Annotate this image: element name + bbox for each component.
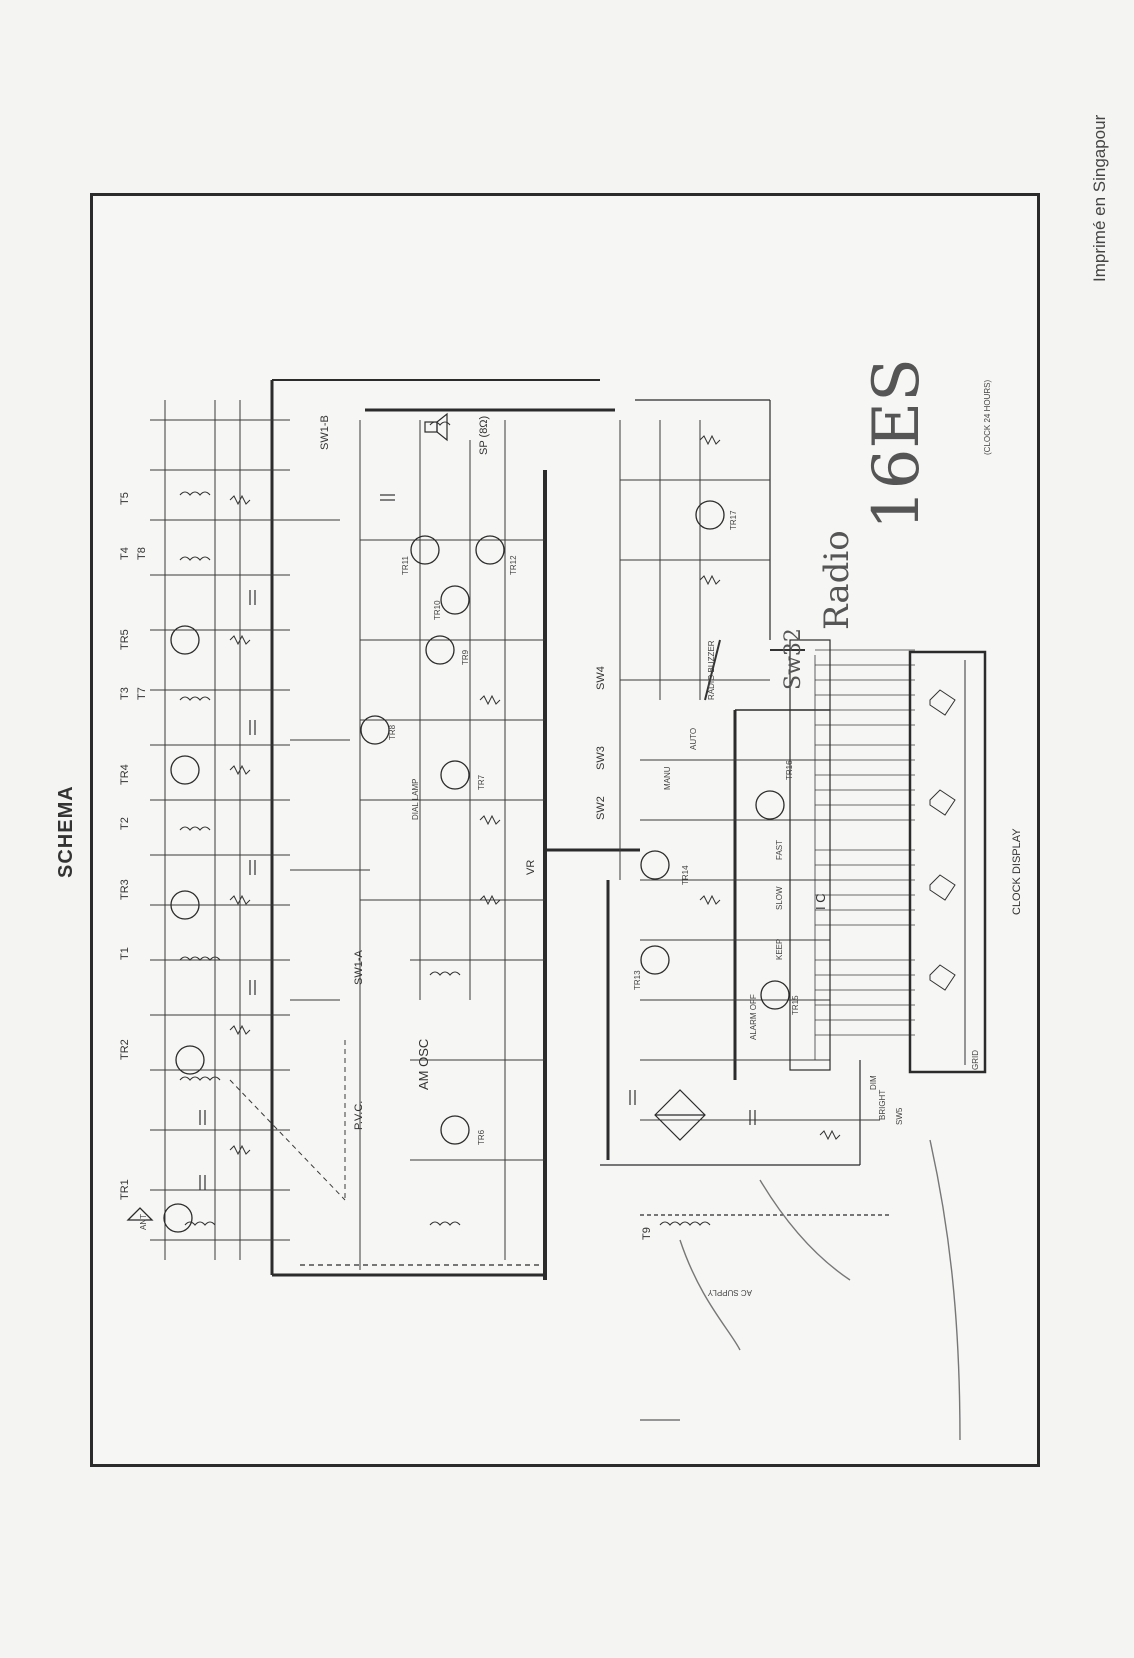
speaker-symbol	[424, 412, 448, 442]
label-t2: T2	[119, 817, 131, 830]
label-tr3: TR3	[119, 879, 131, 900]
transformer-labels: TR1 TR2 T1 TR3 T2 TR4 T3 T7 TR5 T4 T8 T5	[119, 492, 148, 1200]
t9-label: T9	[641, 1227, 653, 1240]
clock-24-label: (CLOCK 24 HOURS)	[983, 380, 992, 455]
label-tr11: TR11	[401, 555, 410, 575]
label-tr9: TR9	[461, 649, 470, 665]
sw1a-label: SW1-A	[353, 950, 365, 986]
pvc-label: P.V.C.	[353, 1101, 365, 1130]
auto-label: AUTO	[689, 728, 698, 750]
label-tr2: TR2	[119, 1039, 131, 1060]
display-digits	[929, 660, 966, 1065]
clock-display-box	[908, 650, 987, 1074]
label-t7: T7	[136, 687, 148, 700]
supply-rails	[270, 379, 890, 1280]
handwritten-pin: Sw32	[781, 628, 806, 690]
am-osc-label: AM OSC	[416, 1039, 431, 1090]
transistor-symbols	[163, 500, 790, 1233]
antenna-icon	[126, 1207, 154, 1221]
label-tr6: TR6	[477, 1129, 486, 1145]
rf-if-wiring	[150, 400, 370, 1260]
label-tr7: TR7	[477, 774, 486, 790]
audio-clock-wiring	[359, 420, 880, 1270]
sw1b-label: SW1-B	[319, 415, 331, 450]
dial-lamp-label: DIAL LAMP	[411, 779, 420, 821]
ic-label: I C	[813, 893, 828, 910]
label-tr4: TR4	[119, 764, 131, 785]
sw4-label: SW4	[595, 666, 607, 690]
clock-display-label: CLOCK DISPLAY	[1011, 828, 1023, 915]
label-tr14: TR14	[681, 865, 690, 885]
sw5-label: SW5	[895, 1107, 904, 1125]
manu-label: MANU	[663, 766, 672, 790]
keep-label: KEEP	[775, 939, 784, 960]
label-tr8: TR8	[388, 724, 397, 740]
label-tr1: TR1	[119, 1179, 131, 1200]
ic-display-bus	[814, 649, 915, 1060]
slow-label: SLOW	[775, 886, 784, 910]
ac-supply-label: AC SUPPLY	[707, 1288, 752, 1297]
label-tr12: TR12	[509, 555, 518, 575]
vr-label: VR	[525, 860, 537, 875]
sw3-label: SW3	[595, 746, 607, 770]
component-labels: ANT P.V.C. AM OSC SW1-A SW1-B SW2 SW3 SW…	[139, 380, 1023, 1297]
label-tr10: TR10	[433, 600, 442, 620]
transistor-labels: TR6 TR7 TR8 TR9 TR10 TR11 TR12 TR13 TR14…	[388, 510, 800, 1145]
sw2-label: SW2	[595, 796, 607, 820]
dim-label: DIM	[869, 1075, 878, 1090]
speaker-label: SP (8Ω)	[478, 416, 490, 455]
label-t3: T3	[119, 687, 131, 700]
handwritten-notes: 16ES Radio Sw32	[781, 358, 934, 690]
fast-label: FAST	[775, 840, 784, 860]
label-tr16: TR16	[785, 760, 794, 780]
bright-label: BRIGHT	[878, 1090, 887, 1120]
ic-block	[789, 639, 831, 1071]
label-tr15: TR15	[791, 995, 800, 1015]
capacitor-symbols	[199, 494, 756, 1190]
coil-symbols	[179, 421, 711, 1226]
radio-buzzer-label: RADIO BUZZER	[707, 640, 716, 700]
label-tr13: TR13	[633, 970, 642, 990]
bridge-rectifier	[654, 1089, 706, 1141]
alarm-off-label: ALARM OFF	[749, 994, 758, 1040]
handwritten-radio: Radio	[817, 530, 857, 630]
antenna-label: ANT	[139, 1214, 148, 1230]
label-tr5: TR5	[119, 629, 131, 650]
resistor-symbols	[229, 434, 841, 1156]
schematic-frame	[90, 193, 1040, 1467]
label-t4: T4	[119, 547, 131, 560]
grid-label: GRID	[971, 1050, 980, 1070]
pencil-marks	[640, 639, 961, 1441]
label-t8: T8	[136, 547, 148, 560]
label-tr17: TR17	[729, 510, 738, 530]
handwritten-model: 16ES	[860, 358, 934, 530]
label-t5: T5	[119, 492, 131, 505]
label-t1: T1	[119, 947, 131, 960]
